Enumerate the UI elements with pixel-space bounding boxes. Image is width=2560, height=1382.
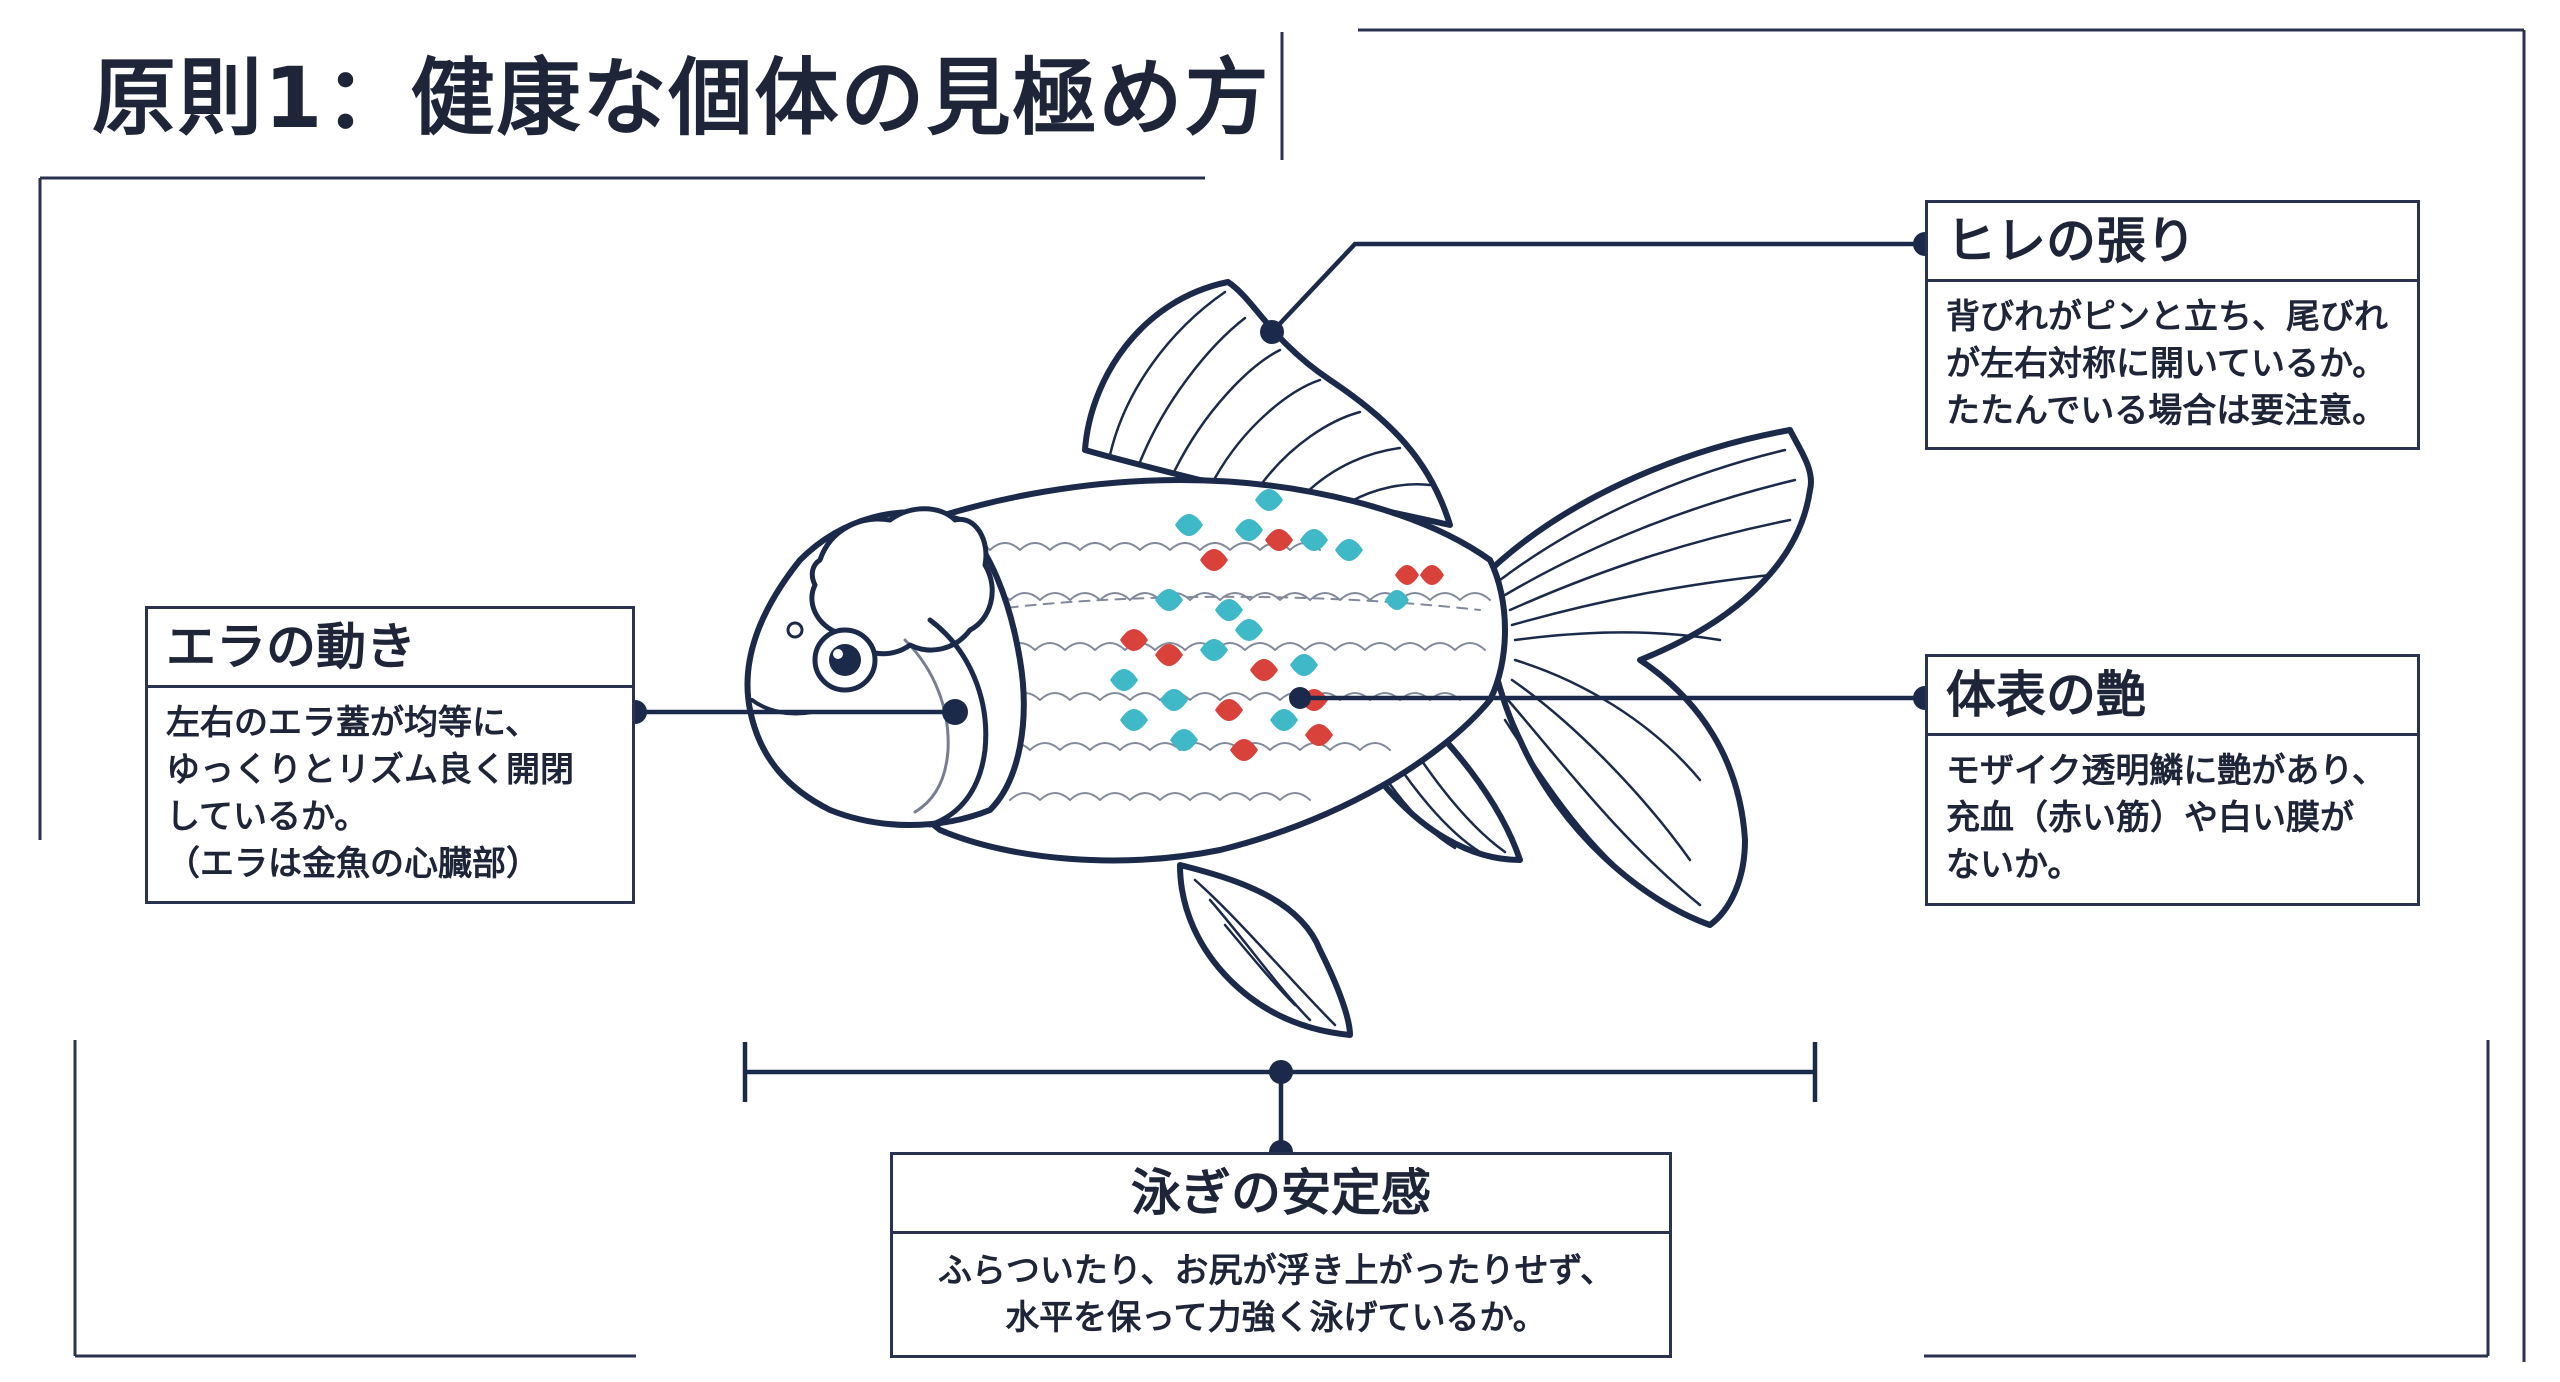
callout-gills-body: 左右のエラ蓋が均等に、 ゆっくりとリズム良く開閉 しているか。 （エラは金魚の心… — [148, 688, 632, 898]
callout-gills-line-3: しているか。 — [166, 797, 369, 837]
callout-body-line-3: ないか。 — [1946, 845, 2082, 885]
callout-body-surface: 体表の艶 モザイク透明鱗に艶があり、 充血（赤い筋）や白い膜が ないか。 — [1925, 654, 2420, 906]
callout-body-line-2: 充血（赤い筋）や白い膜が — [1946, 798, 2354, 838]
callout-swim-line-2: 水平を保って力強く泳げているか。 — [1005, 1298, 1547, 1338]
frame-lines — [38, 28, 2526, 1362]
callout-gills-line-2: ゆっくりとリズム良く開閉 — [166, 750, 574, 790]
callout-gills: エラの動き 左右のエラ蓋が均等に、 ゆっくりとリズム良く開閉 しているか。 （エ… — [145, 606, 635, 904]
callout-fins-heading: ヒレの張り — [1928, 203, 2417, 282]
callout-fins-line-2: が左右対称に開いているか。 — [1946, 344, 2387, 384]
callout-swim-heading: 泳ぎの安定感 — [893, 1155, 1669, 1234]
callout-gills-heading: エラの動き — [148, 609, 632, 688]
callout-fins-line-1: 背びれがピンと立ち、尾びれ — [1946, 297, 2388, 337]
callout-body-line-1: モザイク透明鱗に艶があり、 — [1946, 751, 2386, 791]
gill-cover — [927, 617, 989, 828]
callout-body-body: モザイク透明鱗に艶があり、 充血（赤い筋）や白い膜が ないか。 — [1928, 736, 2417, 899]
callout-gills-line-1: 左右のエラ蓋が均等に、 — [166, 703, 539, 743]
wen — [809, 506, 995, 657]
callout-gills-line-4: （エラは金魚の心臓部） — [166, 844, 540, 884]
page-title: 原則1：健康な個体の見極め方 — [92, 49, 1271, 147]
callout-fins-line-3: たたんでいる場合は要注意。 — [1946, 391, 2387, 431]
dorsal-fin-rays — [1108, 290, 1432, 504]
callout-fins: ヒレの張り 背びれがピンと立ち、尾びれ が左右対称に開いているか。 たたんでいる… — [1925, 200, 2420, 450]
tail-fin — [1477, 427, 1814, 928]
callout-swim-line-1: ふらついたり、お尻が浮き上がったりせず、 — [937, 1251, 1615, 1291]
goldfish-illustration — [744, 279, 1814, 1038]
callout-body-heading: 体表の艶 — [1928, 657, 2417, 736]
callout-swim-body: ふらついたり、お尻が浮き上がったりせず、 水平を保って力強く泳げているか。 — [893, 1234, 1669, 1352]
tail-fin-rays — [1498, 448, 1797, 907]
callout-fins-body: 背びれがピンと立ち、尾びれ が左右対称に開いているか。 たたんでいる場合は要注意… — [1928, 282, 2417, 445]
ventral-fin-rays — [1193, 878, 1337, 1027]
colored-scales — [1110, 489, 1444, 761]
callout-swimming: 泳ぎの安定感 ふらついたり、お尻が浮き上がったりせず、 水平を保って力強く泳げて… — [890, 1152, 1672, 1358]
